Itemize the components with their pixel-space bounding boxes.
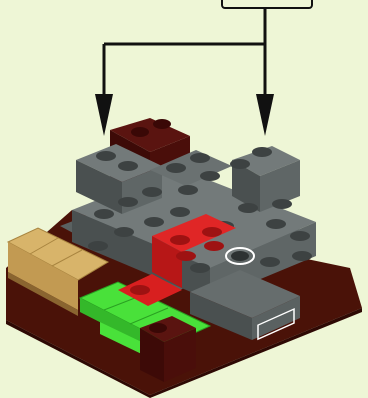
callout-box <box>222 0 312 8</box>
